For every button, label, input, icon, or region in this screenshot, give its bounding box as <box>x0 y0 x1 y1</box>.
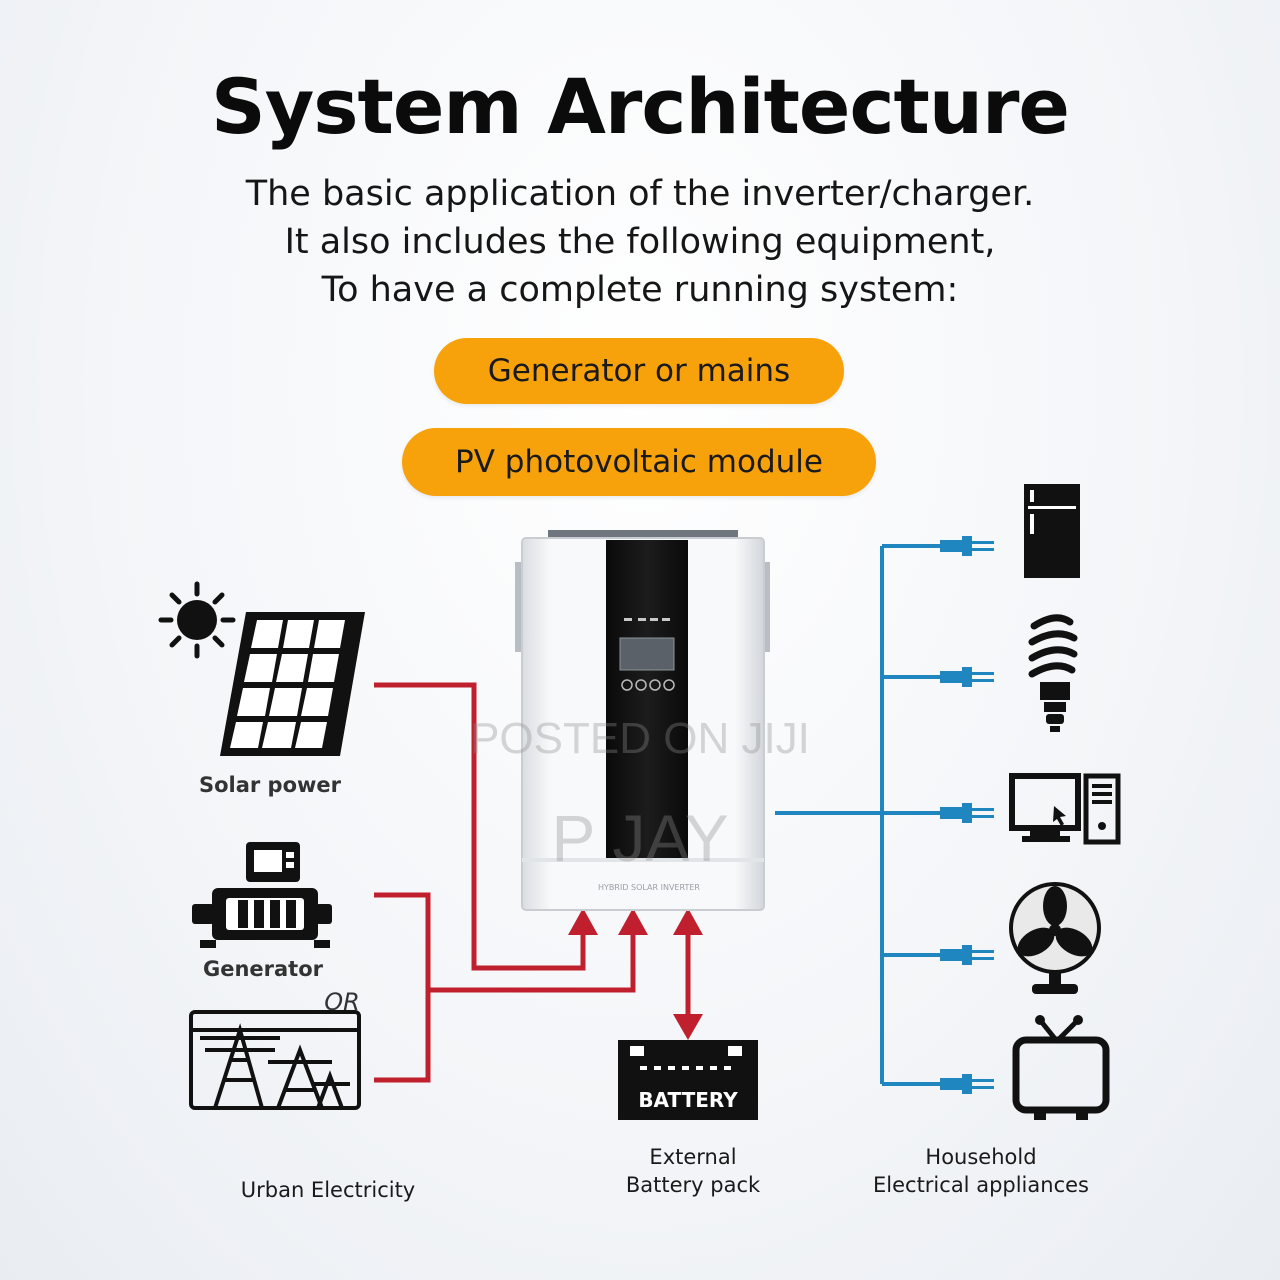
plug-icon <box>940 945 994 965</box>
solar-power-label: Solar power <box>198 773 342 797</box>
arrow-battery-down <box>673 1014 703 1040</box>
solar-panel-icon <box>220 612 365 756</box>
subtitle-line-3: To have a complete running system: <box>321 270 959 310</box>
arrow-grid <box>618 908 648 935</box>
subtitle-line-1: The basic application of the inverter/ch… <box>245 174 1035 214</box>
generator-wire <box>374 892 431 1083</box>
input-wiring <box>374 682 691 1083</box>
plug-connectors <box>940 536 994 1094</box>
appliances-caption-line-2: Electrical appliances <box>873 1173 1089 1197</box>
plug-icon <box>940 536 994 556</box>
grid-wire <box>428 932 636 993</box>
plug-icon <box>940 1074 994 1094</box>
watermark-line-2: P JAY <box>551 801 729 875</box>
input-arrows <box>568 908 703 1040</box>
or-label: OR <box>324 988 360 1016</box>
inverter-device <box>515 530 770 911</box>
computer-icon <box>1009 773 1121 845</box>
inverter-caption: HYBRID SOLAR INVERTER <box>598 883 700 892</box>
pill-pv-module: PV photovoltaic module <box>402 428 876 496</box>
subtitle-line-2: It also includes the following equipment… <box>284 222 996 262</box>
battery-icon <box>618 1040 758 1120</box>
battery-caption-line-1: External <box>649 1145 737 1169</box>
lightbulb-icon <box>1028 614 1078 732</box>
tv-icon <box>1012 1015 1110 1120</box>
power-grid-icon <box>189 1010 361 1110</box>
output-wiring <box>775 544 948 1086</box>
watermark-line-1: POSTED ON JIJI <box>470 714 810 763</box>
pill-generator-or-mains: Generator or mains <box>434 338 844 404</box>
control-buttons <box>621 679 675 691</box>
appliances-caption-line-1: Household <box>925 1145 1037 1169</box>
indicator-leds <box>624 618 670 621</box>
battery-text: BATTERY <box>638 1088 738 1112</box>
fan-icon <box>1009 882 1101 994</box>
solar-wire <box>374 682 586 971</box>
battery-caption-line-2: Battery pack <box>625 1173 761 1197</box>
plug-icon <box>940 667 994 687</box>
sun-icon <box>158 581 236 659</box>
refrigerator-icon <box>1024 484 1080 578</box>
lcd-screen <box>619 637 675 671</box>
arrow-solar <box>568 908 598 935</box>
generator-label: Generator <box>202 957 324 981</box>
generator-icon <box>192 842 332 948</box>
plug-icon <box>940 803 994 823</box>
urban-electricity-label: Urban Electricity <box>240 1178 416 1202</box>
page-title: System Architecture <box>211 62 1070 151</box>
arrow-battery-up <box>673 908 703 935</box>
